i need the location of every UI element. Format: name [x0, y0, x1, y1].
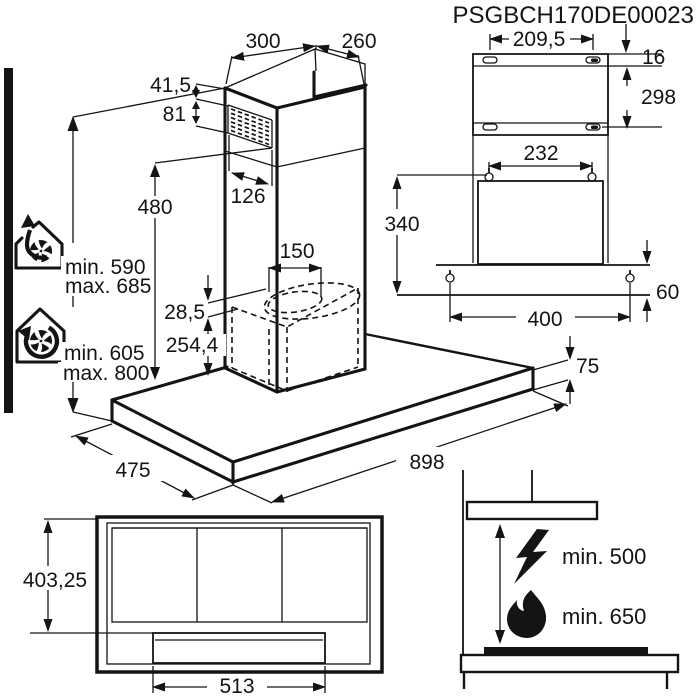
dim-label-340: 340: [384, 213, 419, 236]
house-recirculation-fan-icon: [15, 307, 66, 364]
keyhole-screws-lower: [445, 270, 635, 283]
motor-body: [477, 180, 604, 265]
hob-surface: [484, 647, 648, 655]
dim-canopy-edge: 60: [642, 240, 679, 322]
dim-label-28-5: 28,5: [164, 301, 205, 324]
flame-icon: [507, 590, 547, 638]
mounting-bracket: [472, 53, 609, 263]
dim-label-126: 126: [230, 185, 265, 208]
extraction-mode: min. 590 max. 685: [14, 214, 151, 298]
canopy-underside-inner: [106, 522, 371, 665]
chimney-vent-louvers: [227, 104, 273, 149]
dim-label-41-5: 41,5: [150, 74, 191, 97]
worktop: [459, 653, 680, 674]
dim-hanger-spacing: 232: [488, 142, 593, 171]
worktop-legs: [462, 672, 669, 689]
clearance-canopy: [465, 500, 599, 521]
dim-canopy-width: 898: [232, 390, 569, 504]
dim-bracket-rows: 298: [602, 65, 676, 129]
wall-line: [4, 68, 13, 413]
dim-body-height: 340: [379, 174, 487, 294]
dim-label-300: 300: [245, 30, 280, 53]
dim-panel-width: 513: [152, 666, 326, 698]
dim-vent-position: 41,5 81: [150, 74, 229, 134]
dim-label-898: 898: [409, 451, 444, 474]
dim-filter-depth: 403,25: [17, 518, 153, 634]
mounting-height-dim: [67, 87, 226, 422]
dim-canopy-screws: 400: [449, 283, 631, 331]
dim-chimney-top: 300 260: [225, 30, 377, 85]
gas-clearance-label: min. 650: [562, 604, 646, 629]
dim-top-offset: 16: [608, 24, 665, 69]
wall-template-view: 209,5 16 298 232: [379, 24, 679, 331]
dim-label-475: 475: [115, 459, 150, 482]
dim-canopy-depth: 475: [70, 423, 234, 501]
front-view: 300 260 41,5 81 126 480: [14, 30, 599, 504]
canopy-side-band: [397, 264, 650, 296]
dim-label-254-4: 254,4: [166, 334, 219, 357]
recirculation-min-label: min. 605: [64, 342, 145, 365]
dim-label-400: 400: [527, 308, 562, 331]
dim-label-209-5: 209,5: [513, 28, 566, 51]
chimney: [223, 48, 368, 394]
lightning-icon: [514, 529, 549, 584]
dim-label-75: 75: [576, 355, 599, 378]
bottom-view: 403,25 513: [17, 515, 384, 698]
clearance-arrow: [495, 524, 505, 644]
extraction-min-label: min. 590: [65, 256, 146, 279]
control-strip: [152, 632, 326, 664]
dim-chimney-height: 480: [133, 147, 273, 380]
dim-label-298: 298: [641, 86, 676, 109]
dim-label-16: 16: [642, 46, 665, 69]
grease-filters: [111, 527, 368, 623]
electric-clearance-label: min. 500: [562, 544, 646, 569]
product-code: PSGBCH170DE00023: [453, 2, 694, 29]
dim-duct-diameter: 150: [268, 240, 322, 297]
duct-spigot: [263, 282, 361, 320]
recirculation-max-label: max. 800: [63, 362, 149, 385]
clearance-view: min. 500 min. 650: [459, 470, 680, 689]
recirculation-mode: min. 605 max. 800: [15, 307, 149, 385]
keyhole-screws-upper: [484, 168, 597, 182]
house-exhaust-fan-icon: [14, 214, 64, 270]
dim-bracket-holes: 209,5: [489, 28, 594, 51]
dim-label-403-25: 403,25: [23, 569, 87, 592]
dim-label-232: 232: [523, 142, 558, 165]
dim-label-150: 150: [279, 240, 314, 263]
motor-housing: [231, 287, 359, 392]
dim-canopy-thickness: 75: [532, 336, 599, 404]
dim-label-513: 513: [219, 675, 254, 698]
extraction-max-label: max. 685: [65, 275, 151, 298]
canopy-underside-outline: [95, 515, 384, 674]
dim-spigot-body: 28,5 254,4: [158, 275, 267, 376]
dim-label-60: 60: [656, 281, 679, 304]
dim-label-480: 480: [137, 196, 172, 219]
dim-label-81: 81: [163, 103, 186, 126]
dim-label-260: 260: [341, 30, 376, 53]
